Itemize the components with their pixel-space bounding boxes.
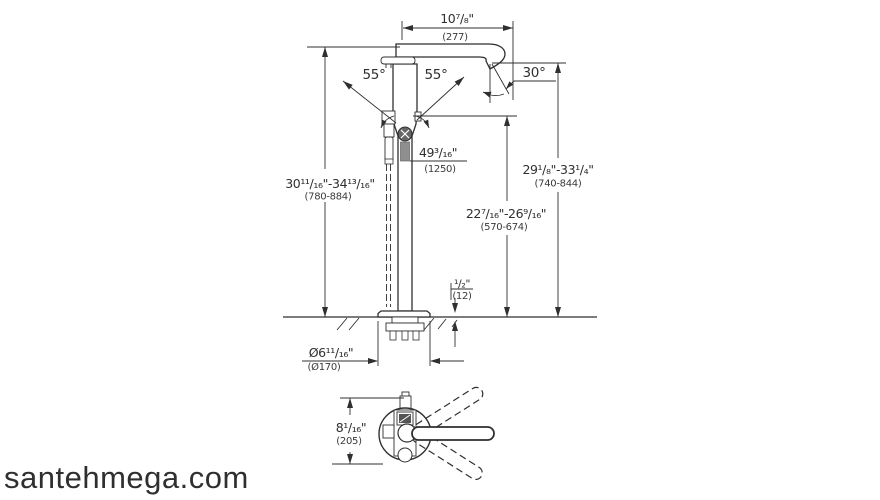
lever-handle xyxy=(380,56,416,65)
spout-angle-label: 30° xyxy=(522,65,545,81)
dim-hose-length: 49³/₁₆" (1250) xyxy=(410,145,467,175)
dim-base-dia-mm: (Ø170) xyxy=(308,361,341,373)
dim-spout-reach: 10⁷/₈" (277) xyxy=(401,11,514,100)
riser-column xyxy=(392,63,418,312)
faucet-front xyxy=(377,43,506,341)
dim-overall-inch: 30¹¹/₁₆"-34¹³/₁₆" xyxy=(285,176,375,191)
dim-floor-thickness: ¹/₂" (12) xyxy=(450,278,473,347)
dim-outlet-height: 29¹/₈"-33¹/₄" (740-844) xyxy=(492,62,594,317)
handle-lever xyxy=(411,426,495,441)
dim-floor-mm: (12) xyxy=(452,291,472,302)
hand-shower-head xyxy=(383,123,395,138)
dim-overall-height: 30¹¹/₁₆"-34¹³/₁₆" (780-884) xyxy=(285,46,400,317)
front-view: 10⁷/₈" (277) 55° 55° 30° xyxy=(283,11,597,373)
annotation-swivel-angles: 55° 55° xyxy=(342,67,465,129)
dim-base-diameter: Ø6¹¹/₁₆" (Ø170) xyxy=(302,321,464,373)
dim-hose-inch: 49³/₁₆" xyxy=(419,145,457,160)
base-bottom-port xyxy=(397,447,413,463)
handle-position-down xyxy=(412,429,483,481)
swivel-left-label: 55° xyxy=(362,67,385,83)
base-flange xyxy=(377,310,431,318)
dim-base-depth-inch: 8¹/₁₆" xyxy=(336,420,367,435)
dim-base-dia-inch: Ø6¹¹/₁₆" xyxy=(309,345,354,360)
hand-shower-grip xyxy=(384,136,394,162)
floor-line xyxy=(283,316,597,331)
dim-body-mm: (570-674) xyxy=(481,222,528,233)
annotation-spout-angle: 30° xyxy=(482,63,556,103)
underfloor-mounting xyxy=(385,316,425,341)
dim-overall-mm: (780-884) xyxy=(305,192,352,203)
dim-base-depth: 8¹/₁₆" (205) xyxy=(332,397,404,465)
swivel-right-label: 55° xyxy=(424,67,447,83)
hose-sleeve xyxy=(400,141,410,162)
handle-position-up xyxy=(412,386,484,438)
watermark-text: santehmega.com xyxy=(4,460,249,495)
dim-body-height: 22⁷/₁₆"-26⁹/₁₆" (570-674) xyxy=(413,115,547,317)
dim-hose-mm: (1250) xyxy=(424,164,456,175)
shower-hose xyxy=(384,158,394,307)
base-side-tab xyxy=(382,424,395,439)
dim-outlet-inch: 29¹/₈"-33¹/₄" xyxy=(522,162,593,177)
dim-spout-reach-inch: 10⁷/₈" xyxy=(440,11,474,26)
dim-spout-reach-mm: (277) xyxy=(442,32,468,43)
dim-outlet-mm: (740-844) xyxy=(535,179,582,190)
dim-floor-inch: ¹/₂" xyxy=(454,278,470,291)
top-view: 8¹/₁₆" (205) xyxy=(332,386,495,481)
dim-body-inch: 22⁷/₁₆"-26⁹/₁₆" xyxy=(466,206,546,221)
dim-base-depth-mm: (205) xyxy=(336,436,362,447)
